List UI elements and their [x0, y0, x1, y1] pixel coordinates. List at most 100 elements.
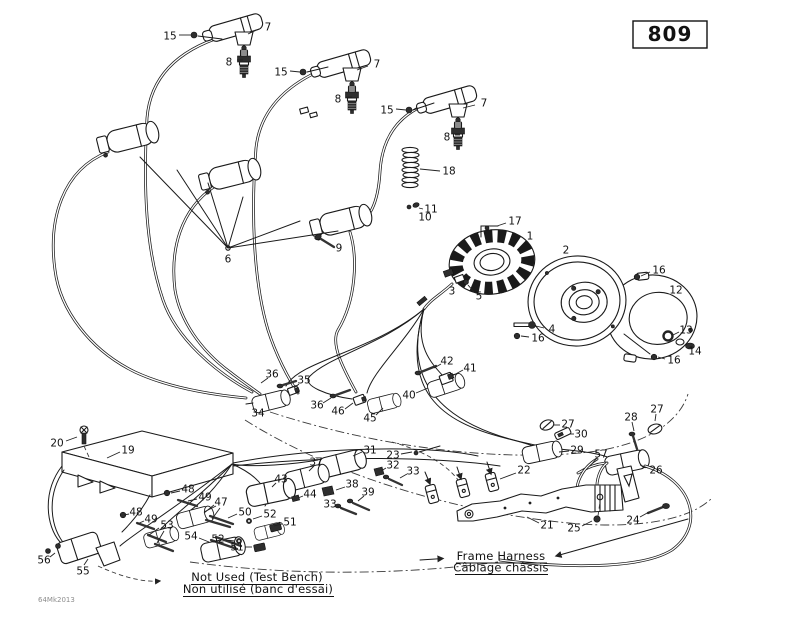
mounting-bracket	[456, 465, 670, 523]
not-used-label-fr: Non utilisé (banc d'essai)	[183, 582, 333, 596]
leader-40	[415, 387, 429, 394]
center-connectors	[244, 445, 441, 516]
leader-23	[400, 451, 413, 455]
spark-plug-assemblies	[190, 11, 479, 151]
leader-49a	[187, 498, 198, 502]
leader-53	[148, 527, 160, 536]
callout-48b: 48	[129, 507, 142, 519]
callout-39: 39	[361, 487, 374, 499]
callout-33a: 33	[406, 466, 419, 478]
retaining-clips	[424, 461, 500, 505]
callout-6: 6	[225, 254, 232, 266]
leader-46	[344, 402, 354, 410]
connector-45	[366, 391, 403, 415]
callout-9: 9	[336, 243, 343, 255]
leader-29	[558, 450, 570, 453]
leader-52a	[252, 515, 263, 520]
magneto-connectors	[245, 364, 468, 415]
leader-26	[639, 464, 649, 469]
leader-18	[419, 168, 441, 172]
leader-36b	[322, 397, 332, 404]
leader-55	[83, 558, 89, 566]
doc-code: 64Mk2013	[38, 596, 75, 604]
test-bench-connector	[45, 531, 162, 585]
leader-50	[227, 513, 238, 519]
callout-51a: 51	[283, 517, 296, 529]
callout-57: 57	[594, 449, 607, 461]
leader-49b	[136, 520, 145, 525]
leader-52b	[225, 539, 235, 542]
callout-12: 12	[669, 285, 682, 297]
leader-45	[375, 407, 384, 416]
callout-8b: 8	[335, 94, 342, 106]
leader-43	[271, 482, 277, 488]
leader-57	[589, 457, 598, 467]
leader-39	[357, 495, 365, 502]
callout-51b: 51	[230, 542, 243, 554]
leader-35	[293, 383, 300, 389]
callout-19: 19	[121, 445, 134, 457]
leader-33b	[336, 505, 344, 510]
callout-47: 47	[214, 497, 227, 509]
leader-24	[639, 511, 650, 518]
model-code-box: 809	[632, 20, 708, 49]
leader-16a	[640, 271, 651, 277]
leader-27b	[654, 413, 657, 422]
stator	[448, 229, 536, 295]
callout-16b: 16	[531, 333, 545, 345]
callout-16c: 16	[667, 355, 681, 367]
leader-layer	[49, 28, 680, 566]
plug-nut	[190, 31, 198, 39]
terminal-cluster	[119, 489, 287, 564]
callout-18: 18	[442, 166, 455, 178]
callout-14: 14	[688, 346, 702, 358]
callout-2: 2	[563, 245, 570, 257]
callout-36a: 36	[265, 369, 279, 381]
leader-44	[297, 495, 304, 499]
callout-29: 29	[570, 445, 583, 457]
leader-28	[631, 421, 635, 432]
callout-38: 38	[345, 479, 358, 491]
callout-27b: 27	[650, 404, 663, 416]
callout-1: 1	[527, 231, 534, 243]
callout-31: 31	[363, 445, 376, 457]
frame-harness-arrows	[419, 518, 689, 563]
spring	[401, 146, 420, 189]
callout-36b: 36	[310, 400, 324, 412]
callout-23: 23	[386, 450, 399, 462]
callout-35: 35	[297, 375, 310, 387]
callout-27a: 27	[561, 419, 574, 431]
callout-15c: 15	[380, 105, 393, 117]
leader-36a	[260, 377, 269, 384]
stator-hardware	[442, 225, 695, 361]
callout-53: 53	[160, 520, 173, 532]
small-fasteners-10-11	[406, 202, 420, 210]
leader-54	[198, 537, 210, 543]
leader-16b	[520, 335, 530, 338]
leader-48b	[123, 513, 130, 516]
callout-13: 13	[679, 325, 692, 337]
leader-15c	[395, 108, 407, 111]
leader-16c	[657, 356, 666, 360]
callout-40: 40	[402, 390, 415, 402]
not-used-label-en: Not Used (Test Bench)	[191, 570, 323, 584]
callout-49a: 49	[198, 492, 211, 504]
callout-10: 10	[418, 212, 431, 224]
leader-7c	[462, 104, 476, 109]
callout-46: 46	[331, 406, 345, 418]
callout-25: 25	[567, 523, 580, 535]
spark-plug-wires	[51, 34, 438, 400]
cdi-module	[61, 425, 234, 498]
callout-7a: 7	[265, 22, 272, 34]
callout-16a: 16	[652, 265, 666, 277]
leader-32	[380, 467, 387, 472]
callout-8c: 8	[444, 132, 451, 144]
callout-52b: 52	[211, 534, 224, 546]
stator-wires	[285, 282, 611, 459]
leader-7a	[247, 28, 260, 35]
leader-31	[352, 451, 363, 457]
callout-8a: 8	[226, 57, 233, 69]
coil-screw	[314, 233, 322, 241]
spark-plug-assembly	[200, 11, 265, 79]
